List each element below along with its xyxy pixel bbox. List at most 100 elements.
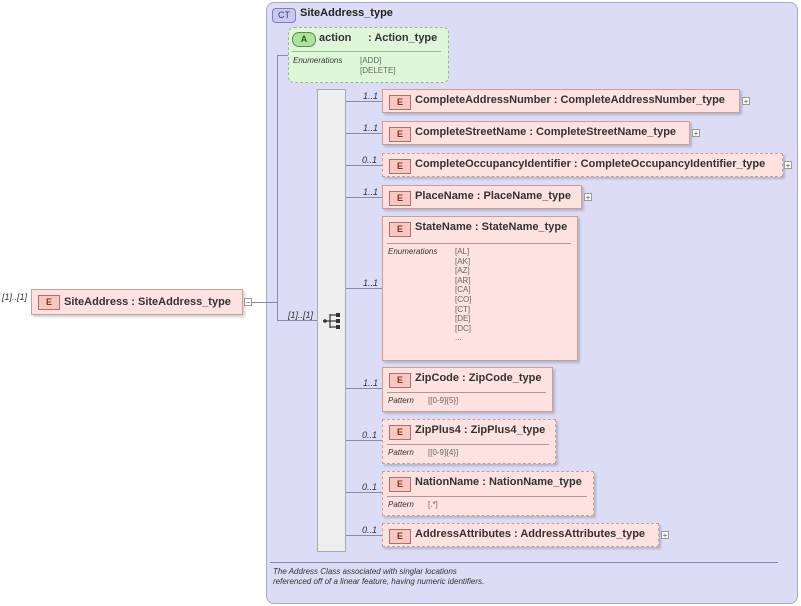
element-name: ZipCode [415, 372, 459, 384]
expand-icon[interactable]: + [692, 129, 700, 138]
enum-value: [AR] [455, 275, 471, 285]
element-badge: E [389, 425, 411, 440]
connector-sequence [277, 320, 317, 321]
pattern-value: [.*] [428, 500, 438, 509]
element-name: AddressAttributes [415, 528, 511, 540]
element-badge: E [389, 477, 411, 492]
connector-element [346, 288, 382, 289]
complex-type-name: SiteAddress_type [300, 7, 393, 19]
element-label: AddressAttributes : AddressAttributes_ty… [415, 528, 646, 540]
connector-element [346, 165, 382, 166]
element-nationname[interactable]: E NationName : NationName_type Pattern [… [382, 471, 594, 516]
root-multiplicity: [1]..[1] [2, 292, 28, 302]
element-label: ZipPlus4 : ZipPlus4_type [415, 424, 546, 436]
facet-separator [387, 496, 587, 497]
enum-value: [DE] [455, 314, 471, 324]
element-multiplicity: 1..1 [363, 91, 379, 101]
element-label: StateName : StateName_type [415, 221, 568, 233]
element-label: CompleteAddressNumber : CompleteAddressN… [415, 94, 725, 106]
element-statename[interactable]: E StateName : StateName_type Enumeration… [382, 216, 578, 361]
element-name: CompleteAddressNumber [415, 94, 551, 106]
annotation-separator [270, 562, 778, 563]
facet-separator [387, 444, 549, 445]
element-type: StateName_type [481, 221, 568, 233]
element-type: ZipCode_type [468, 372, 542, 384]
expand-icon[interactable]: + [784, 161, 792, 170]
connector-element [346, 101, 382, 102]
enum-value: [AL] [455, 247, 470, 256]
element-type: AddressAttributes_type [520, 528, 646, 540]
element-type: CompleteStreetName_type [536, 126, 677, 138]
element-type: ZipPlus4_type [470, 424, 546, 436]
complex-type-badge: CT [272, 8, 296, 23]
element-badge: E [389, 159, 411, 174]
element-name: StateName [415, 221, 472, 233]
connector-element [346, 535, 382, 536]
connector-root [252, 302, 278, 303]
element-badge: E [389, 191, 411, 206]
element-name: NationName [415, 476, 480, 488]
facet-label: Pattern [388, 448, 414, 457]
pattern-value: [[0-9]{4}] [428, 448, 459, 457]
complex-type-annotation: The Address Class associated with singla… [273, 567, 485, 586]
root-element-siteaddress[interactable]: E SiteAddress : SiteAddress_type [31, 289, 243, 315]
sequence-multiplicity: [1]..[1] [288, 310, 314, 320]
element-completeaddressnumber[interactable]: E CompleteAddressNumber : CompleteAddres… [382, 89, 740, 113]
element-type: CompleteOccupancyIdentifier_type [580, 158, 766, 170]
element-type: CompleteAddressNumber_type [560, 94, 725, 106]
element-badge: E [389, 222, 411, 237]
enum-value: [CT] [455, 304, 471, 314]
expand-icon[interactable]: + [584, 193, 592, 202]
facet-separator [387, 243, 571, 244]
element-completestreetname[interactable]: E CompleteStreetName : CompleteStreetNam… [382, 121, 690, 145]
type-separator: : [131, 296, 138, 308]
connector-element [346, 133, 382, 134]
root-element-type: SiteAddress_type [138, 296, 231, 308]
element-type: PlaceName_type [483, 190, 571, 202]
attribute-facet-label: Enumerations [293, 56, 343, 65]
connector-element [346, 197, 382, 198]
attribute-type: Action_type [374, 32, 438, 44]
enum-value: ... [455, 333, 462, 343]
attribute-type-label: : Action_type [368, 32, 438, 44]
expand-icon[interactable]: + [742, 97, 750, 106]
element-badge: E [389, 95, 411, 110]
element-completeoccupancyidentifier[interactable]: E CompleteOccupancyIdentifier : Complete… [382, 153, 783, 177]
connector-element [346, 492, 382, 493]
element-multiplicity: 0..1 [362, 430, 378, 440]
enumeration-list: [AL] [AK] [AZ] [AR] [CA] [CO] [CT] [DE] … [455, 247, 471, 343]
element-badge: E [389, 373, 411, 388]
attribute-name: action [319, 32, 352, 44]
element-label: NationName : NationName_type [415, 476, 582, 488]
facet-label: Enumerations [388, 247, 438, 256]
element-zipcode[interactable]: E ZipCode : ZipCode_type Pattern [[0-9]{… [382, 367, 553, 412]
enum-value: [CA] [455, 285, 471, 295]
connector-trunk [277, 55, 278, 321]
element-multiplicity: 1..1 [363, 278, 379, 288]
element-name: ZipPlus4 [415, 424, 461, 436]
facet-label: Pattern [388, 500, 414, 509]
connector-element [346, 388, 382, 389]
sequence-compositor [317, 89, 346, 552]
element-zipplus4[interactable]: E ZipPlus4 : ZipPlus4_type Pattern [[0-9… [382, 419, 556, 464]
collapse-icon[interactable]: − [244, 298, 252, 307]
element-multiplicity: 0..1 [362, 482, 378, 492]
element-badge: E [389, 529, 411, 544]
element-name: CompleteOccupancyIdentifier [415, 158, 571, 170]
pattern-value: [[0-9]{5}] [428, 396, 459, 405]
element-type: NationName_type [488, 476, 582, 488]
enum-value: [ADD] [360, 56, 382, 65]
element-multiplicity: 0..1 [362, 525, 378, 535]
attribute-separator [292, 51, 441, 52]
element-placename[interactable]: E PlaceName : PlaceName_type [382, 185, 582, 209]
facet-label: Pattern [388, 396, 414, 405]
element-label: PlaceName : PlaceName_type [415, 190, 571, 202]
enum-value: [CO] [455, 294, 472, 304]
connector-element [346, 440, 382, 441]
enum-value: [DC] [455, 323, 471, 333]
attribute-badge: A [292, 32, 316, 47]
attribute-enumerations: [ADD] [DELETE] [360, 56, 396, 75]
expand-icon[interactable]: + [661, 531, 669, 540]
element-addressattributes[interactable]: E AddressAttributes : AddressAttributes_… [382, 523, 659, 547]
element-name: CompleteStreetName [415, 126, 527, 138]
